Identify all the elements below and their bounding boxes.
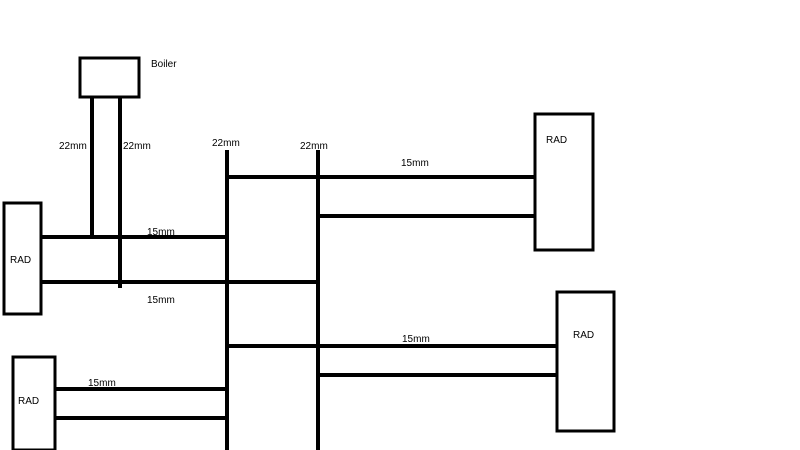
radiator-left	[2, 201, 43, 316]
main-right-size-label: 22mm	[300, 141, 328, 152]
radiator-left-label: RAD	[10, 255, 31, 266]
left-branch-top-size-label: 15mm	[147, 227, 175, 238]
boiler-flow-size-label: 22mm	[59, 141, 87, 152]
boiler-label: Boiler	[151, 59, 177, 70]
boiler-box	[78, 56, 141, 99]
lower-right-branch-size-label: 15mm	[402, 334, 430, 345]
radiator-bottom-left	[11, 355, 57, 450]
radiator-upper-right-label: RAD	[546, 135, 567, 146]
upper-right-branch-size-label: 15mm	[401, 158, 429, 169]
radiator-bottom-left-label: RAD	[18, 396, 39, 407]
left-branch-bottom-size-label: 15mm	[147, 295, 175, 306]
radiator-lower-right	[555, 290, 616, 433]
bottom-left-branch-size-label: 15mm	[88, 378, 116, 389]
main-left-size-label: 22mm	[212, 138, 240, 149]
radiator-lower-right-label: RAD	[573, 330, 594, 341]
boiler-return-size-label: 22mm	[123, 141, 151, 152]
radiator-upper-right	[533, 112, 595, 252]
